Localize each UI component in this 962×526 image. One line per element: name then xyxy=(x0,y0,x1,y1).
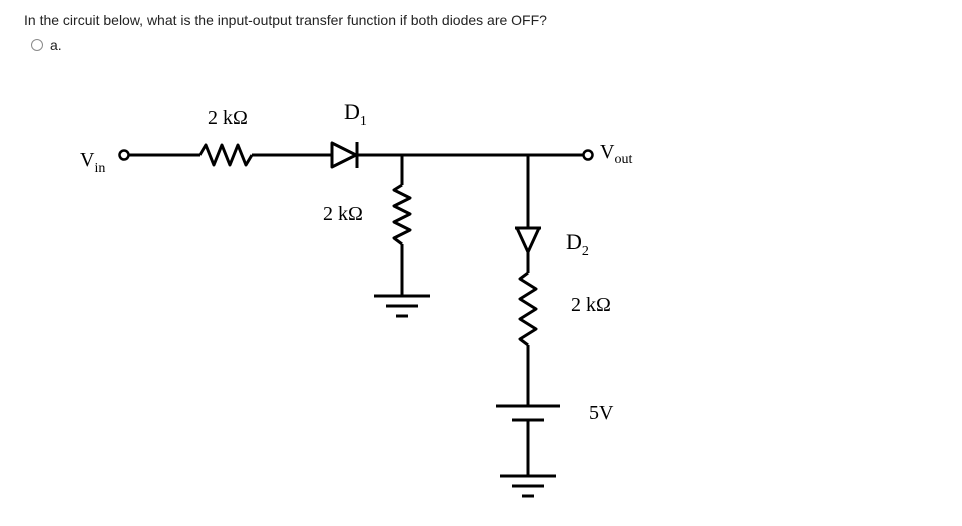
diode-d1 xyxy=(330,141,359,169)
d2-label: D2 xyxy=(566,229,589,259)
voltage-source-5v xyxy=(496,404,560,422)
question-text: In the circuit below, what is the input-… xyxy=(24,12,547,28)
diode-d2 xyxy=(515,226,541,254)
resistor-r1 xyxy=(198,143,254,167)
ground-symbol-1 xyxy=(374,294,430,318)
vout-terminal xyxy=(582,149,594,161)
resistor-r3 xyxy=(518,271,538,347)
option-a-label: a. xyxy=(50,37,62,53)
vout-label: Vout xyxy=(600,141,632,167)
r1-label: 2 kΩ xyxy=(208,107,248,129)
vin-terminal xyxy=(118,149,130,161)
d1-label: D1 xyxy=(344,99,367,129)
option-a-radio[interactable] xyxy=(31,39,43,51)
source-label: 5V xyxy=(589,402,614,424)
ground-symbol-2 xyxy=(500,474,556,498)
vin-label: Vin xyxy=(80,149,105,176)
r2-label: 2 kΩ xyxy=(323,203,363,225)
option-a[interactable]: a. xyxy=(31,36,62,54)
resistor-r2 xyxy=(392,183,412,246)
r3-label: 2 kΩ xyxy=(571,294,611,316)
